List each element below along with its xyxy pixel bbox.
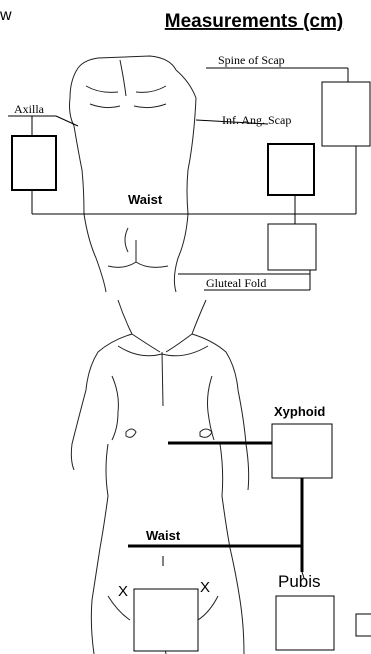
front-waist-label: Waist	[146, 528, 181, 543]
inf-ang-scap-label: Inf. Ang. Scap	[222, 113, 291, 127]
page-title: Measurements (cm)	[165, 11, 343, 32]
axilla-label: Axilla	[14, 102, 45, 116]
gluteal-fold-box[interactable]	[268, 224, 316, 270]
back-body-outline	[70, 56, 197, 292]
header-left-fragment: w	[0, 7, 12, 24]
groin-box[interactable]	[134, 589, 198, 651]
pubis-box[interactable]	[276, 596, 334, 650]
x-left-mark: X	[118, 583, 128, 600]
spine-of-scap-box[interactable]	[322, 82, 370, 146]
xyphoid-box[interactable]	[272, 424, 332, 478]
back-waist-label: Waist	[128, 192, 163, 207]
edge-partial-box[interactable]	[356, 614, 371, 636]
spine-of-scap-label: Spine of Scap	[218, 53, 285, 67]
xyphoid-label: Xyphoid	[274, 404, 325, 419]
gluteal-fold-label: Gluteal Fold	[206, 276, 266, 290]
x-right-mark: X	[200, 579, 210, 596]
inf-ang-scap-box[interactable]	[268, 144, 314, 195]
pubis-label: Pubis	[278, 572, 321, 591]
axilla-box[interactable]	[12, 136, 56, 190]
